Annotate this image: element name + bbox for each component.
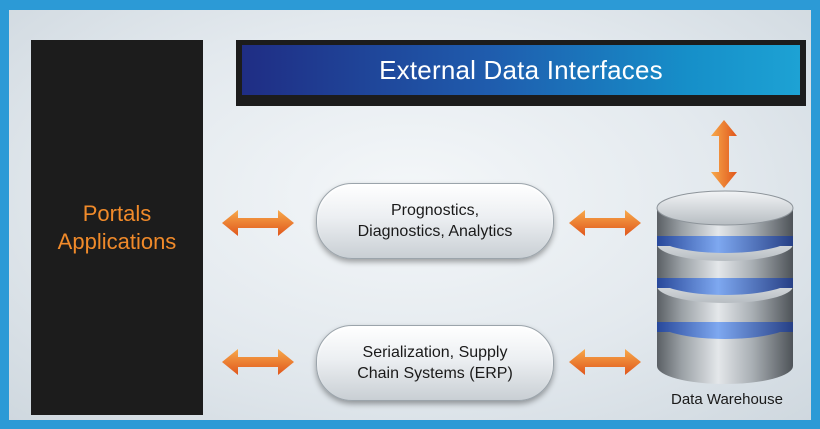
- data-warehouse-label: Data Warehouse: [670, 391, 783, 408]
- vertical-double-arrow-icon: [711, 120, 737, 188]
- double-arrow-icon: [569, 210, 641, 236]
- external-data-interfaces-box: External Data Interfaces: [236, 40, 806, 106]
- erp-node: Serialization, Supply Chain Systems (ERP…: [316, 325, 554, 401]
- double-arrow-icon: [222, 349, 294, 375]
- erp-label-line-1: Serialization, Supply: [362, 344, 508, 361]
- external-data-interfaces-banner: External Data Interfaces: [242, 45, 800, 95]
- applications-label: Applications: [57, 228, 177, 254]
- analytics-node: Prognostics, Diagnostics, Analytics: [316, 183, 554, 259]
- double-arrow-icon: [569, 349, 641, 375]
- portals-applications-panel: Portals Applications: [31, 40, 203, 415]
- double-arrow-icon: [222, 210, 294, 236]
- analytics-label-line-1: Prognostics,: [390, 202, 480, 219]
- analytics-label-line-2: Diagnostics, Analytics: [357, 223, 513, 240]
- external-data-interfaces-title: External Data Interfaces: [379, 54, 663, 85]
- database-icon: [656, 190, 794, 384]
- erp-label-line-2: Chain Systems (ERP): [357, 365, 513, 382]
- portals-label: Portals: [82, 200, 152, 226]
